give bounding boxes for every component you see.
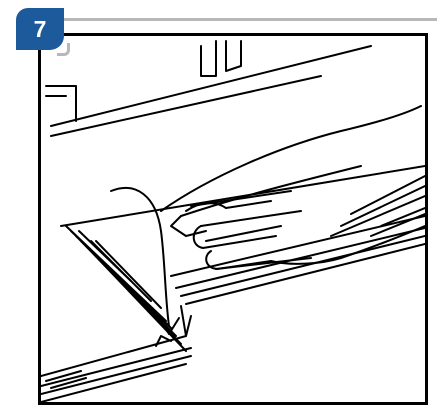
step-number: 7 <box>33 16 47 42</box>
hand-lifting-tray-icon <box>41 40 425 402</box>
step-number-badge: 7 <box>16 8 70 56</box>
illustration-frame <box>38 33 428 405</box>
top-rule <box>30 18 437 28</box>
